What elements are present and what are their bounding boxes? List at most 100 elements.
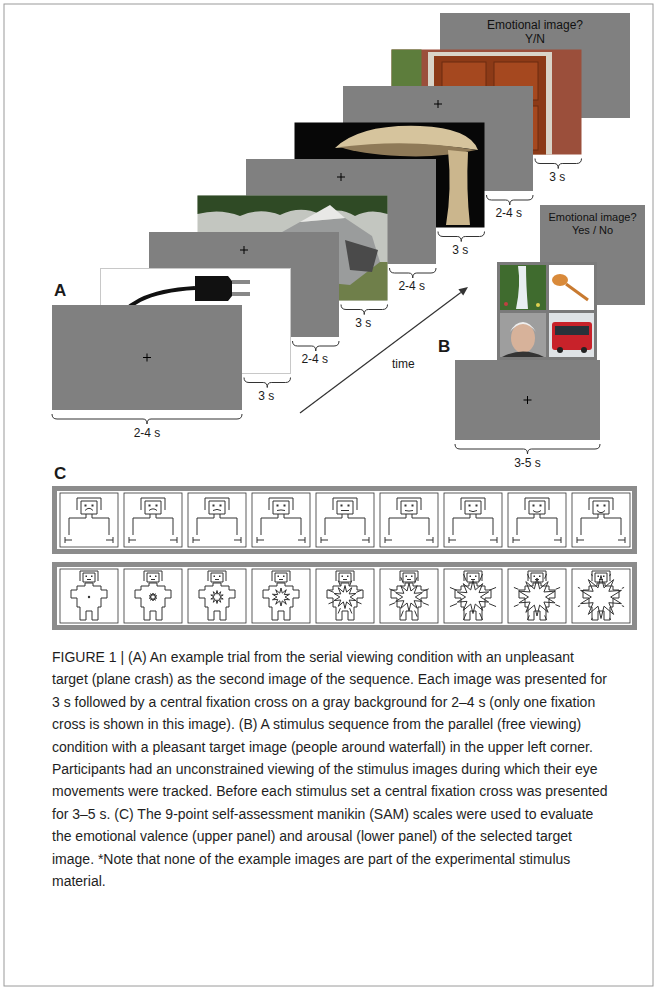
manikin-eye xyxy=(283,576,285,578)
manikin-mouth xyxy=(343,579,347,580)
manikin-body xyxy=(71,583,107,620)
fixation-cross xyxy=(143,354,151,362)
bus-wheel xyxy=(557,347,563,353)
question-text: Emotional image? Y/N xyxy=(480,18,590,46)
manikin-face xyxy=(465,501,481,514)
fixation-cross xyxy=(524,396,532,404)
manikin-face xyxy=(211,573,223,582)
manikin-eye xyxy=(92,505,94,507)
manikin-box xyxy=(380,493,438,547)
manikin-eye xyxy=(539,576,541,578)
manikin-hair xyxy=(272,571,290,581)
bus-photo xyxy=(549,313,594,357)
duration-label: 3 s xyxy=(355,317,371,331)
manikin-mouth xyxy=(341,510,349,511)
manikin-mouth xyxy=(149,509,157,511)
time-arrow xyxy=(300,292,461,413)
manikin-eye xyxy=(603,576,605,578)
plug-prong xyxy=(232,280,250,284)
manikin-hands xyxy=(193,537,241,543)
question-screen: Emotional image? Y/N xyxy=(440,13,630,118)
manikin-eye xyxy=(220,505,222,507)
manikin-body xyxy=(261,514,301,535)
duration-bracket xyxy=(341,305,388,315)
plug-prong xyxy=(232,292,250,296)
manikin-face xyxy=(81,501,97,514)
manikin-box xyxy=(252,569,310,623)
manikin-body xyxy=(327,583,363,620)
manikin-hair xyxy=(400,571,418,581)
duration-label: 3-5 s xyxy=(514,457,541,471)
arousal-burst xyxy=(334,586,356,609)
manikin-hair xyxy=(464,571,482,581)
manikin-box xyxy=(124,569,182,623)
manikin-box xyxy=(380,569,438,623)
manikin-eye xyxy=(598,576,600,578)
duration-label: 2-4 s xyxy=(398,280,425,294)
man-photo xyxy=(500,313,546,357)
waterfall-person xyxy=(504,302,508,306)
manikin-body xyxy=(325,514,365,535)
arousal-spikes xyxy=(389,577,429,617)
duration-label: time xyxy=(392,358,415,372)
bus-body xyxy=(552,322,592,350)
panel-letter: B xyxy=(438,337,450,357)
manikin-face xyxy=(209,501,225,514)
manikin-hands xyxy=(385,537,433,543)
manikin-eye xyxy=(406,576,408,578)
spoon-photo xyxy=(549,265,594,310)
spoon-handle xyxy=(566,284,588,300)
fixation-screen xyxy=(455,360,600,440)
manikin-hair xyxy=(208,571,226,581)
bus-windows xyxy=(555,326,589,335)
manikin-eye xyxy=(341,505,343,507)
manikin-eye xyxy=(469,505,471,507)
manikin-box xyxy=(572,493,630,547)
manikin-face xyxy=(593,501,609,514)
manikin-mouth xyxy=(407,579,411,580)
manikin-eye xyxy=(533,505,535,507)
manikin-body xyxy=(263,583,299,620)
duration-bracket xyxy=(52,414,242,424)
waterfall-person xyxy=(536,303,540,307)
mushroom-stem xyxy=(446,150,470,225)
fixation-cross xyxy=(240,246,248,254)
manikin-body xyxy=(391,583,427,620)
fixation-screen xyxy=(52,305,242,410)
manikin-face xyxy=(275,573,287,582)
arousal-spikes xyxy=(450,574,496,620)
manikin-mouth xyxy=(597,511,605,513)
manikin-body xyxy=(581,514,621,535)
duration-label: 2-4 s xyxy=(495,207,522,221)
duration-bracket xyxy=(455,444,600,454)
manikin-eye xyxy=(213,505,215,507)
manikin-box xyxy=(572,569,630,623)
manikin-eye xyxy=(149,505,151,507)
manikin-face xyxy=(403,573,415,582)
manikin-eye xyxy=(411,576,413,578)
figure-frame xyxy=(4,4,653,986)
manikin-face xyxy=(337,501,353,514)
arousal-band-inner xyxy=(57,567,632,625)
manikin-box xyxy=(444,569,502,623)
arousal-burst xyxy=(211,591,223,604)
arousal-burst xyxy=(457,581,488,614)
duration-bracket xyxy=(487,195,534,205)
manikin-hands xyxy=(65,537,113,543)
manikin-box xyxy=(444,493,502,547)
panel-letter: C xyxy=(54,464,66,484)
duration-label: 2-4 s xyxy=(301,353,328,367)
valence-band xyxy=(52,486,637,554)
manikin-eye xyxy=(348,505,350,507)
arousal-spikes xyxy=(514,574,560,620)
manikin-eye xyxy=(347,576,349,578)
manikin-eye xyxy=(475,576,477,578)
manikin-box xyxy=(252,493,310,547)
man-hair xyxy=(510,322,536,332)
manikin-hands xyxy=(513,537,561,543)
duration-label: 2-4 s xyxy=(134,427,161,441)
manikin-face xyxy=(339,573,351,582)
manikin-mouth xyxy=(533,511,541,513)
man-face xyxy=(511,323,535,353)
arousal-spikes xyxy=(329,581,362,614)
